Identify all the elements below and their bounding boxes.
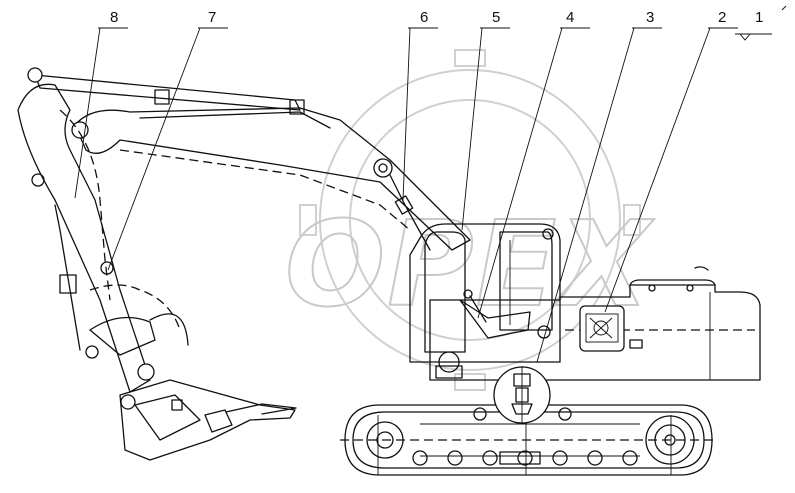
bucket-cylinder bbox=[54, 204, 81, 351]
callout-1: 1 bbox=[755, 9, 763, 26]
boom-cylinder bbox=[389, 174, 431, 251]
callout-8: 8 bbox=[110, 9, 118, 26]
gear-icon bbox=[299, 49, 641, 391]
callout-5: 5 bbox=[492, 9, 500, 26]
callout-labels: 8 7 6 5 4 3 2 1 bbox=[110, 9, 763, 26]
upper-structure bbox=[429, 266, 761, 381]
callout-3: 3 bbox=[646, 9, 654, 26]
arm bbox=[17, 67, 305, 393]
callout-leaders bbox=[74, 5, 787, 363]
cab bbox=[409, 223, 561, 379]
callout-4: 4 bbox=[566, 9, 574, 26]
callout-7: 7 bbox=[208, 9, 216, 26]
pilot-valve-joystick bbox=[459, 299, 531, 339]
center-swing-joint bbox=[493, 366, 551, 424]
crawler-track bbox=[340, 404, 715, 476]
hydraulic-breaker bbox=[119, 363, 297, 461]
callout-6: 6 bbox=[420, 9, 428, 26]
callout-2: 2 bbox=[718, 9, 726, 26]
boom bbox=[71, 107, 471, 251]
